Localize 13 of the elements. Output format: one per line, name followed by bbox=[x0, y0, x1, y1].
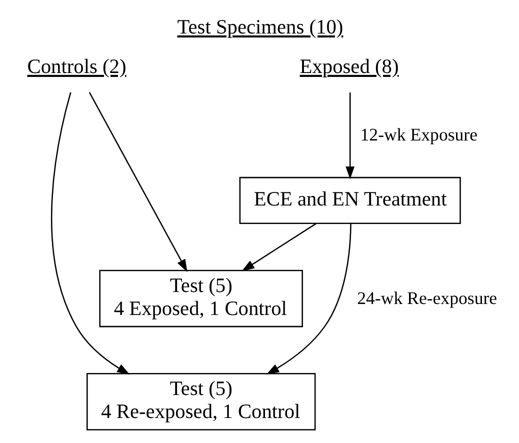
node-box: ECE and EN Treatment bbox=[238, 176, 460, 224]
node-box: Test (5) 4 Exposed, 1 Control bbox=[98, 270, 302, 328]
arrow bbox=[50, 92, 130, 375]
node-text: Controls (2) bbox=[26, 56, 126, 78]
edge-label: 12-wk Exposure bbox=[360, 124, 478, 144]
arrow bbox=[345, 92, 354, 180]
node-box: Test (5) 4 Re-exposed, 1 Control bbox=[86, 373, 316, 430]
arrow bbox=[241, 222, 316, 272]
diagram-title: Test Specimens (10) bbox=[176, 16, 343, 38]
arrow bbox=[88, 92, 187, 272]
edge-label: 24-wk Re-exposure bbox=[356, 288, 497, 308]
node-text: Exposed (8) bbox=[299, 56, 398, 78]
arrow bbox=[266, 224, 351, 375]
